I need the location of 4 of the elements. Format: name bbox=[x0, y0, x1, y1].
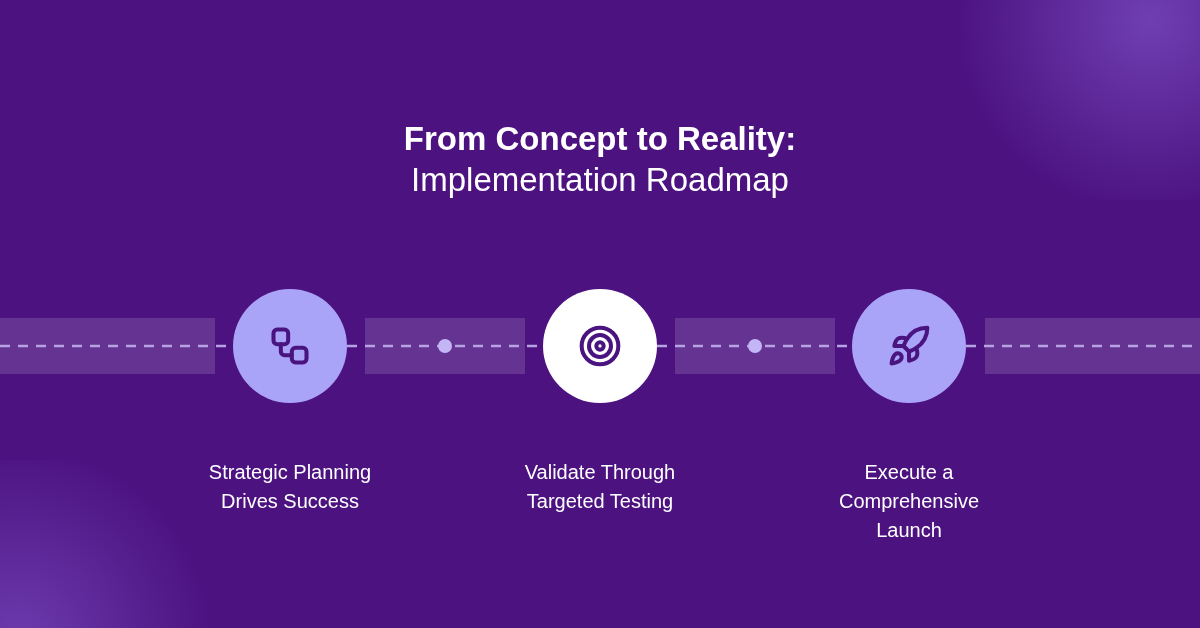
step-label: Strategic Planning Drives Success bbox=[207, 460, 373, 514]
title: From Concept to Reality: Implementation Roadmap bbox=[402, 119, 798, 200]
step-label: Validate Through Targeted Testing bbox=[523, 460, 677, 514]
step-label: Execute a Comprehensive Launch bbox=[837, 460, 981, 543]
